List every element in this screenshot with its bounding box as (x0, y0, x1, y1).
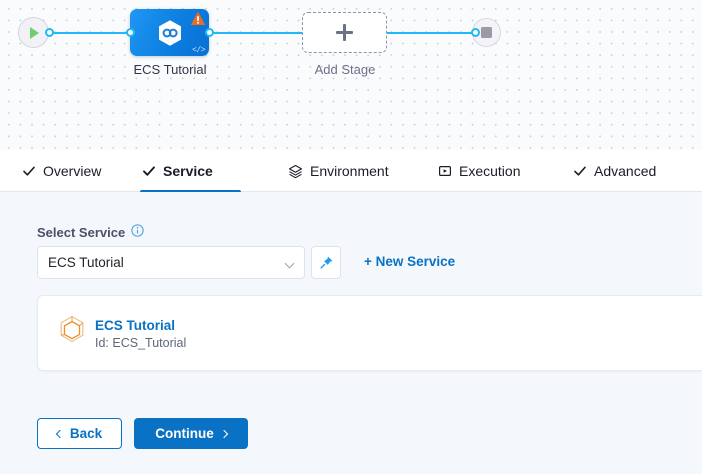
connector-start-to-stage (46, 32, 138, 34)
warning-triangle-icon[interactable] (190, 11, 206, 26)
tab-environment[interactable]: Environment (286, 150, 396, 192)
layers-icon (288, 164, 303, 179)
tab-environment-label: Environment (310, 163, 389, 179)
stage-output-port[interactable] (205, 28, 214, 37)
tab-advanced-label: Advanced (594, 163, 657, 179)
end-input-port[interactable] (471, 28, 480, 37)
start-output-port[interactable] (45, 28, 54, 37)
service-select-dropdown[interactable]: ECS Tutorial (37, 246, 305, 279)
pin-icon (319, 256, 332, 269)
back-button[interactable]: Back (37, 418, 122, 449)
select-service-label: Select Service (37, 224, 126, 240)
tab-advanced[interactable]: Advanced (571, 150, 668, 192)
stage-node-ecs-tutorial[interactable]: </> (130, 9, 209, 56)
tab-execution-label: Execution (459, 163, 521, 179)
plus-icon-bar (336, 31, 353, 34)
service-card-title[interactable]: ECS Tutorial (95, 318, 176, 333)
tab-service[interactable]: Service (140, 150, 241, 193)
continue-button[interactable]: Continue (134, 418, 248, 449)
connector-add-to-end (383, 32, 478, 34)
step-tabs: Overview Service Environment (0, 150, 702, 193)
add-stage-node[interactable] (302, 12, 387, 53)
tab-overview-label: Overview (43, 163, 102, 179)
check-icon (142, 164, 156, 178)
play-icon (30, 26, 39, 39)
code-brackets-icon[interactable]: </> (192, 46, 205, 55)
connector-stage-to-add (205, 32, 309, 34)
service-card[interactable]: ECS Tutorial Id: ECS_Tutorial (37, 295, 702, 371)
tab-execution[interactable]: Execution (436, 150, 526, 192)
pipeline-start-node[interactable] (18, 17, 49, 48)
service-select-value: ECS Tutorial (48, 255, 124, 270)
service-card-id: Id: ECS_Tutorial (95, 336, 187, 350)
add-stage-label: Add Stage (314, 62, 376, 77)
select-service-label-group: Select Service (37, 224, 144, 240)
back-button-label: Back (69, 426, 103, 441)
hexagon-cube-icon (60, 315, 84, 343)
pin-service-button[interactable] (311, 246, 341, 279)
chevron-down-icon (284, 258, 295, 269)
chevron-right-icon (219, 429, 228, 438)
chevron-left-icon (55, 429, 65, 438)
stop-square-icon (481, 27, 492, 38)
info-icon[interactable] (131, 224, 144, 240)
pipeline-end-node[interactable] (472, 18, 501, 47)
continue-button-label: Continue (155, 426, 214, 441)
new-service-link[interactable]: + New Service (364, 254, 456, 269)
tab-service-label: Service (163, 163, 213, 179)
service-hexagon-icon (158, 19, 181, 46)
check-icon (22, 164, 36, 178)
check-icon (573, 164, 587, 178)
pipeline-canvas[interactable]: </> ECS Tutorial Add Stage (0, 0, 702, 150)
tab-overview[interactable]: Overview (20, 150, 105, 192)
stage-input-port[interactable] (126, 28, 135, 37)
play-box-icon (438, 164, 452, 178)
stage-label: ECS Tutorial (133, 62, 207, 77)
